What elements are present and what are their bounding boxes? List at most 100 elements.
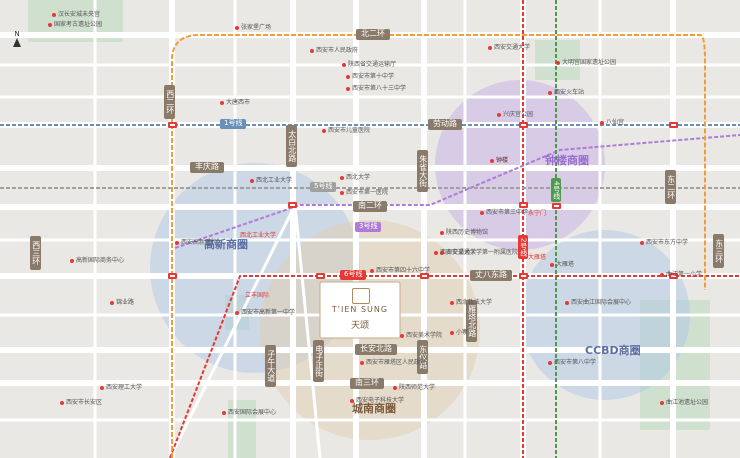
- poi-dot-icon: [222, 410, 226, 415]
- poi-label[interactable]: 张家堡广场: [235, 25, 271, 31]
- site-marker-box: [319, 281, 401, 339]
- poi-label[interactable]: 西北大学: [340, 175, 370, 181]
- road-fengqing: 丰庆路: [190, 162, 224, 173]
- poi-label[interactable]: 西安市长安区: [60, 400, 102, 406]
- poi-label[interactable]: 兴庆宫公园: [497, 112, 533, 118]
- station-label: 西北工业大学: [240, 232, 277, 239]
- metro-icon[interactable]: [552, 203, 561, 209]
- site-name-cn[interactable]: 天颂: [350, 321, 369, 331]
- poi-text: 西北大学: [346, 174, 371, 181]
- poi-label[interactable]: 西安火车站: [548, 90, 584, 96]
- poi-dot-icon: [346, 86, 350, 91]
- poi-dot-icon: [220, 100, 224, 105]
- poi-text: 陕西历史博物馆: [446, 229, 489, 236]
- poi-label[interactable]: 西安市第四十六中学: [370, 268, 430, 274]
- poi-label[interactable]: 西安市第十中学: [346, 74, 394, 80]
- poi-label[interactable]: 曲江第一小学: [660, 272, 702, 278]
- poi-dot-icon: [250, 178, 254, 183]
- poi-label[interactable]: 西安美术学院: [400, 333, 442, 339]
- poi-text: 西安市第十中学: [352, 73, 395, 80]
- poi-text: 大唐西市: [226, 99, 251, 106]
- poi-text: 高新国际商务中心: [76, 257, 125, 264]
- metro-icon[interactable]: [669, 122, 678, 128]
- road-taibai: 太白北路: [286, 125, 297, 167]
- metro-icon[interactable]: [168, 273, 177, 279]
- metro-icon[interactable]: [519, 122, 528, 128]
- poi-label[interactable]: 西安国际会展中心: [222, 410, 276, 416]
- site-name-en[interactable]: T'IEN SUNG: [331, 305, 389, 314]
- poi-dot-icon: [400, 333, 404, 338]
- poi-label[interactable]: 小寨: [450, 330, 468, 336]
- station-label: 钟楼: [496, 157, 509, 164]
- metro-icon[interactable]: [168, 122, 177, 128]
- poi-text: 西安市儿童医院: [328, 127, 371, 134]
- poi-dot-icon: [370, 268, 374, 273]
- poi-label[interactable]: 西安市第一医院: [340, 190, 388, 196]
- poi-text: 西安火车站: [554, 89, 585, 96]
- poi-dot-icon: [393, 385, 397, 390]
- poi-dot-icon: [548, 360, 552, 365]
- poi-dot-icon: [565, 300, 569, 305]
- poi-label[interactable]: 西安市人民政府: [310, 48, 358, 54]
- poi-label[interactable]: 大唐西市: [220, 100, 250, 106]
- poi-label[interactable]: 国家考古遗址公园: [48, 22, 102, 28]
- metro-line-1-label: 1号线: [220, 119, 247, 129]
- road-chanba: 丈八东路: [470, 270, 512, 281]
- poi-label[interactable]: 大明宫国家遗址公园: [556, 60, 616, 66]
- poi-dot-icon: [360, 360, 364, 365]
- poi-label[interactable]: 高新国际商务中心: [70, 258, 124, 264]
- poi-dot-icon: [440, 230, 444, 235]
- poi-dot-icon: [550, 262, 554, 267]
- road-dianzi: 电子正街: [313, 340, 324, 382]
- poi-label[interactable]: 八仙宫: [600, 120, 624, 126]
- metro-icon[interactable]: [669, 273, 678, 279]
- poi-label[interactable]: 西安交通大学第一附属医院: [440, 250, 518, 256]
- poi-label[interactable]: 西安市东方中学: [640, 240, 688, 246]
- poi-label[interactable]: 西安曲江国际会展中心: [565, 300, 631, 306]
- metro-icon[interactable]: [519, 273, 528, 279]
- poi-dot-icon: [640, 240, 644, 245]
- poi-dot-icon: [440, 250, 444, 255]
- poi-dot-icon: [48, 22, 52, 27]
- poi-label[interactable]: 陕西省交通运输厅: [342, 62, 396, 68]
- poi-label[interactable]: 陕西历史博物馆: [440, 230, 488, 236]
- poi-dot-icon: [235, 310, 239, 315]
- poi-label[interactable]: 陕西师范大学: [393, 385, 435, 391]
- metro-icon[interactable]: [519, 202, 528, 208]
- poi-label[interactable]: 西安高新医院: [175, 240, 217, 246]
- poi-label[interactable]: 钟楼: [490, 158, 508, 164]
- poi-label[interactable]: 汉长安城未央宫: [52, 12, 100, 18]
- poi-text: 西安曲江国际会展中心: [571, 299, 632, 306]
- road-dongyi: 东仪路: [417, 340, 428, 374]
- poi-label[interactable]: 西安市高新第一中学: [235, 310, 295, 316]
- poi-label[interactable]: 曲江池遗址公园: [660, 400, 708, 406]
- poi-label[interactable]: 锦业路: [110, 300, 134, 306]
- poi-label[interactable]: 西安市儿童医院: [322, 128, 370, 134]
- road-north2: 北二环: [356, 29, 390, 40]
- road-south2: 南二环: [353, 201, 387, 212]
- poi-dot-icon: [488, 45, 492, 50]
- poi-label[interactable]: 西安市第八中学: [548, 360, 596, 366]
- poi-dot-icon: [480, 210, 484, 215]
- poi-label[interactable]: 西安市第八十三中学: [346, 86, 406, 92]
- poi-label[interactable]: 西安交通大学: [434, 250, 476, 256]
- poi-dot-icon: [175, 240, 179, 245]
- poi-label[interactable]: 西北政法大学: [450, 300, 492, 306]
- poi-label[interactable]: 西北工业大学: [250, 178, 292, 184]
- poi-label[interactable]: 西安市雁塔区人民政府: [360, 360, 426, 366]
- poi-text: 西安市第八十三中学: [352, 85, 407, 92]
- poi-text: 西北工业大学: [256, 177, 293, 184]
- poi-dot-icon: [497, 112, 501, 117]
- poi-label[interactable]: 大雁塔: [550, 262, 574, 268]
- poi-text: 西安理工大学: [106, 384, 143, 391]
- poi-label[interactable]: 西安市第三中学: [480, 210, 528, 216]
- metro-icon[interactable]: [316, 273, 325, 279]
- metro-icon[interactable]: [420, 273, 429, 279]
- metro-icon[interactable]: [288, 202, 297, 208]
- poi-label[interactable]: 西安交通大学: [488, 45, 530, 51]
- poi-text: 陕西师范大学: [399, 384, 436, 391]
- poi-label[interactable]: 西安理工大学: [100, 385, 142, 391]
- poi-label[interactable]: 西安电子科技大学: [350, 398, 404, 404]
